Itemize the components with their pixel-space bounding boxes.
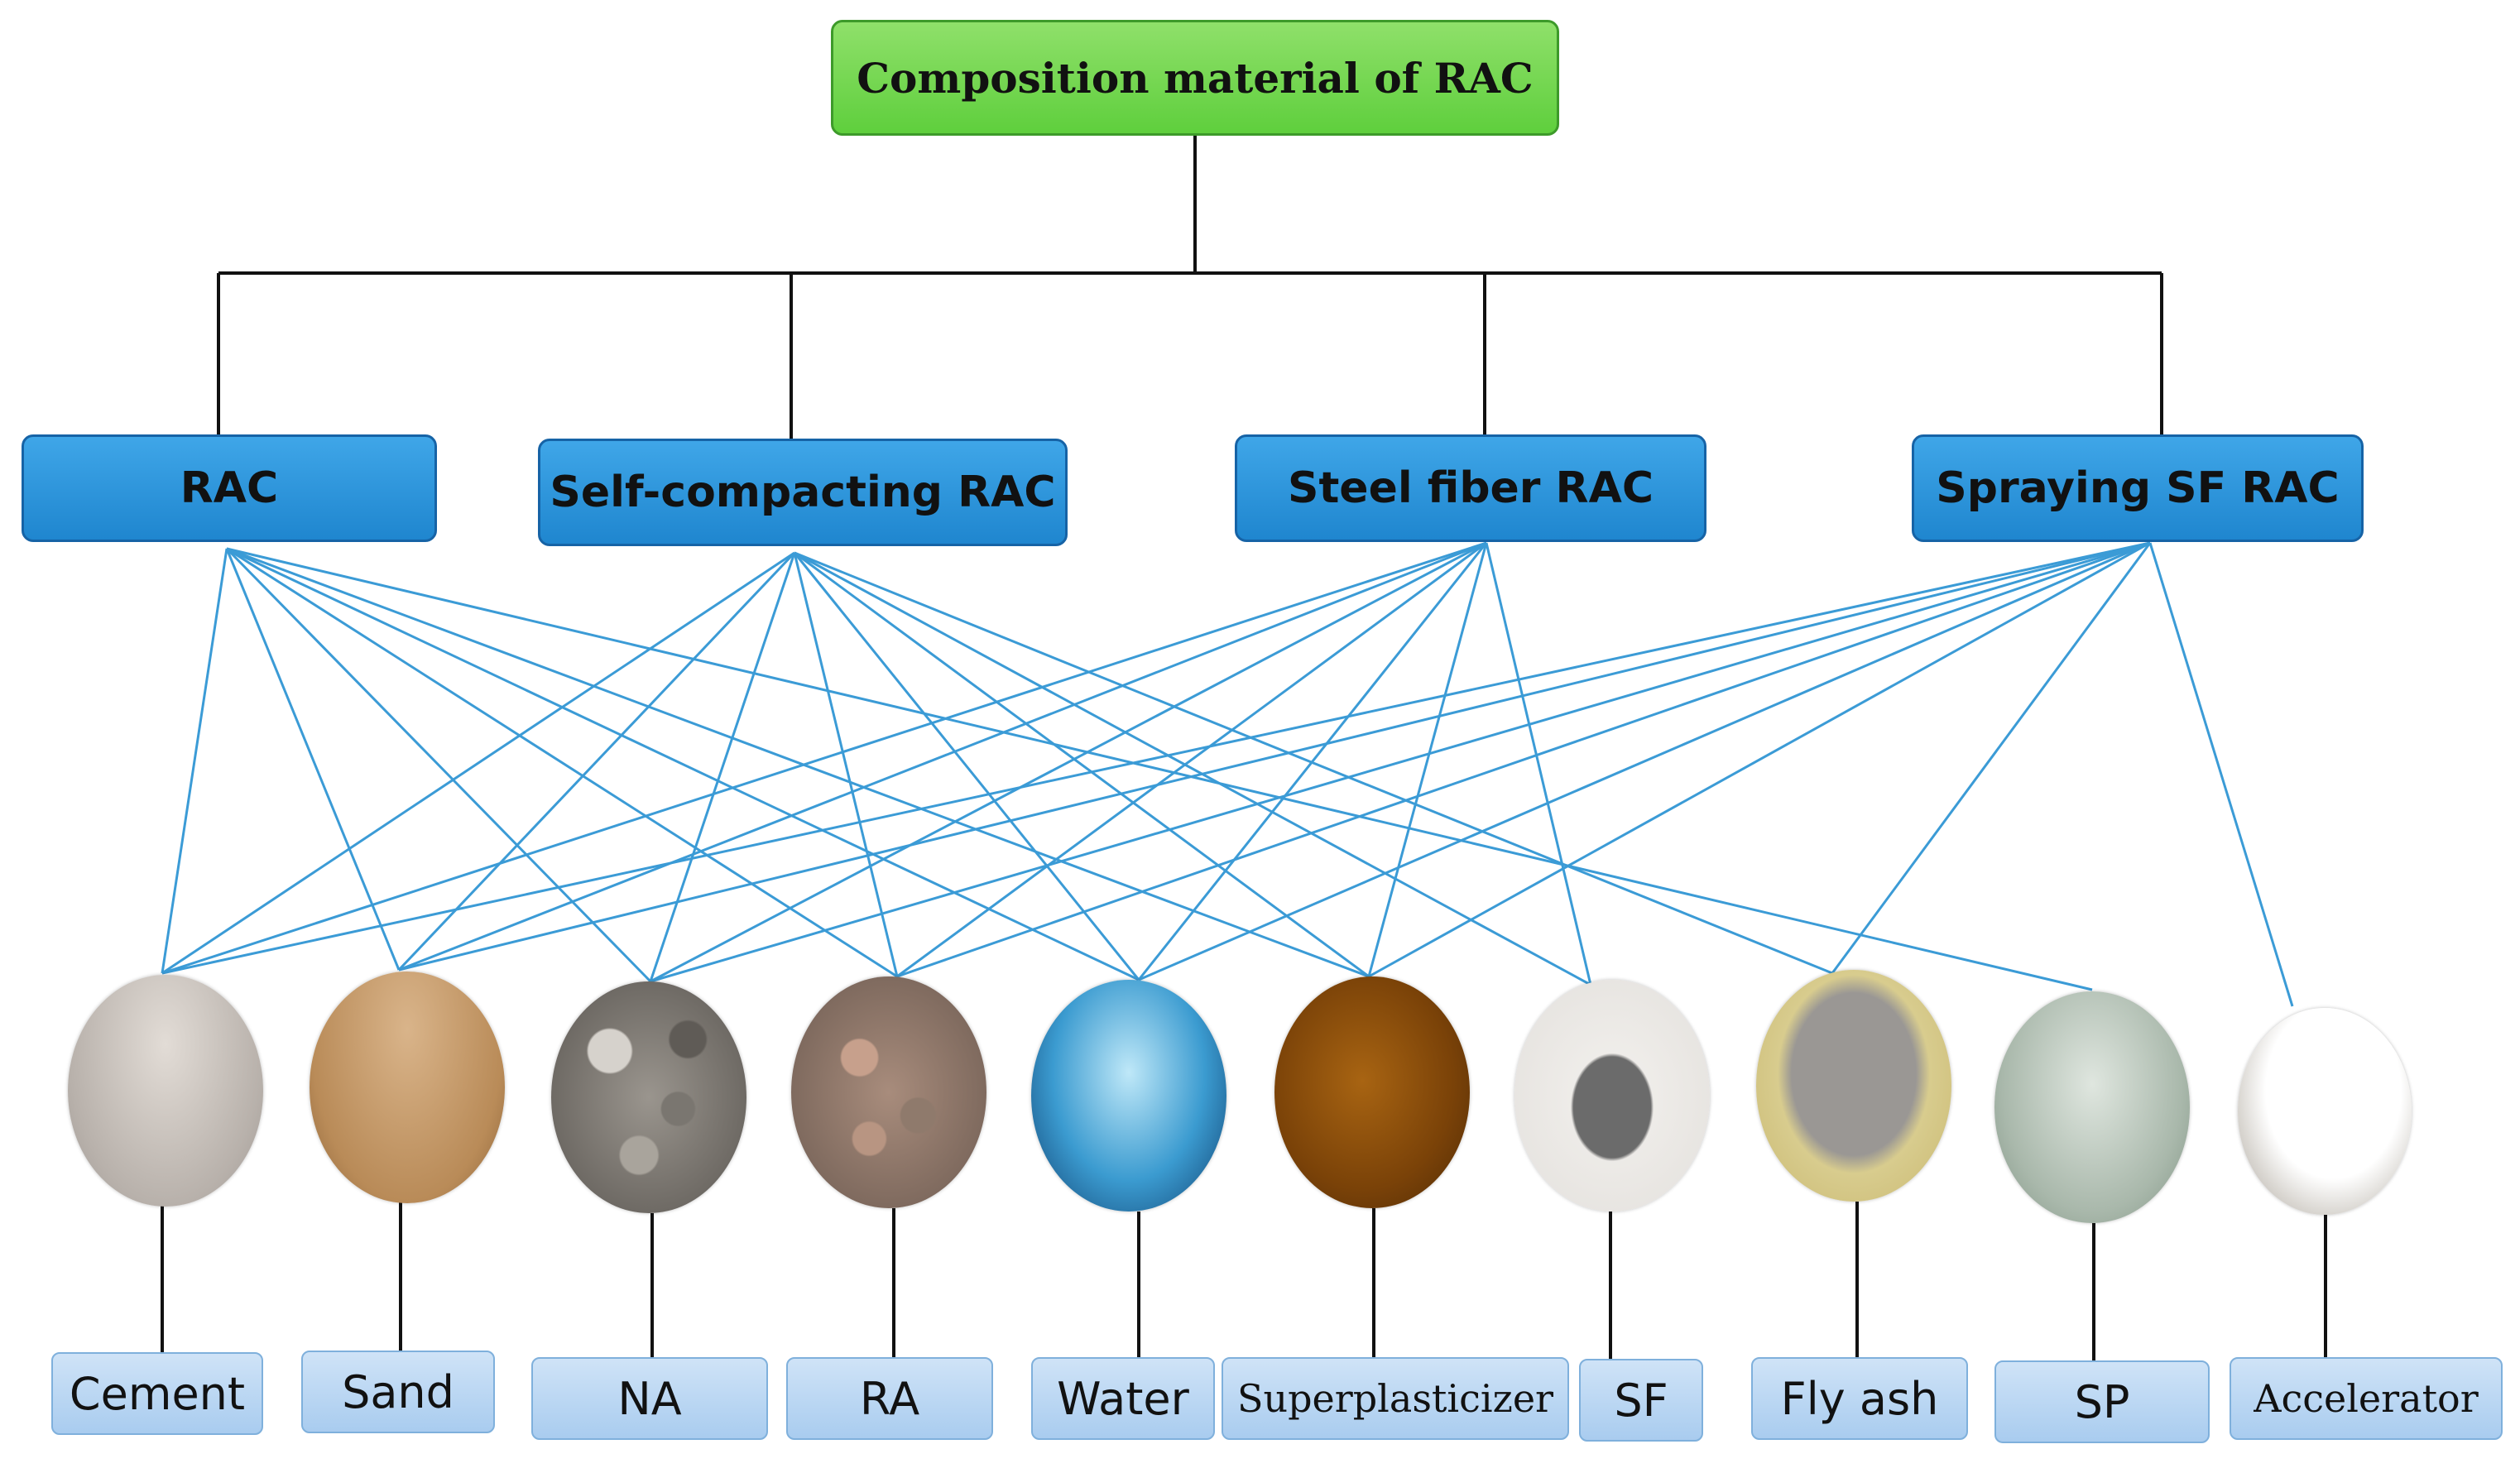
link-self-compacting-rac-ra [793,552,899,977]
link-steel-fiber-rac-water [1137,542,1488,981]
link-spraying-sf-rac-sand [398,541,2151,972]
material-cement: Cement [51,1352,263,1435]
material-label: Accelerator [2254,1376,2479,1421]
link-steel-fiber-rac-na [650,541,1487,983]
link-steel-fiber-rac-ra [896,541,1487,978]
link-spraying-sf-rac-na [650,541,2151,983]
material-na: NA [531,1357,768,1440]
material-label: Fly ash [1780,1372,1939,1425]
na-photo [551,981,746,1213]
sf-photo [1514,980,1710,1212]
material-label: NA [617,1372,682,1425]
link-rac-na [225,547,652,983]
accelerator-photo [2238,1008,2412,1215]
category-label: Spraying SF RAC [1936,463,2340,513]
link-spraying-sf-rac-flyash [1831,542,2152,974]
link-spraying-sf-rac-superplasticizer [1368,541,2151,978]
material-accelerator: Accelerator [2230,1357,2503,1440]
link-self-compacting-rac-na [649,552,796,982]
link-steel-fiber-rac-cement [161,541,1487,975]
material-superplasticizer: Superplasticizer [1222,1357,1569,1440]
material-sand: Sand [301,1351,495,1433]
material-label: RA [859,1372,920,1425]
link-spraying-sf-rac-ra [896,541,2151,978]
material-ra: RA [786,1357,993,1440]
cement-photo [68,975,263,1207]
link-rac-sp [226,547,2093,991]
link-self-compacting-rac-water [793,552,1140,981]
link-rac-sand [225,548,401,971]
category-self-compacting-rac: Self-compacting RAC [538,439,1068,546]
link-steel-fiber-rac-sand [398,541,1487,972]
link-self-compacting-rac-sand [397,551,796,972]
link-spraying-sf-rac-cement [161,541,2151,975]
ra-photo [791,976,986,1208]
link-steel-fiber-rac-sf [1485,542,1592,986]
material-sp: SP [1994,1360,2210,1443]
link-self-compacting-rac-superplasticizer [794,551,1370,978]
material-fly-ash: Fly ash [1751,1357,1968,1440]
category-label: RAC [180,463,279,513]
link-rac-cement [161,548,228,974]
link-spraying-sf-rac-water [1138,541,2151,981]
category-label: Self-compacting RAC [550,468,1056,517]
link-self-compacting-rac-flyash [794,551,1833,975]
link-self-compacting-rac-cement [161,551,795,975]
material-label: Superplasticizer [1236,1376,1554,1421]
category-rac: RAC [22,434,437,542]
link-rac-ra [226,547,898,978]
material-label: SP [2074,1375,2130,1428]
superplasticizer-photo [1274,976,1470,1208]
material-water: Water [1031,1357,1215,1440]
material-sf: SF [1579,1359,1703,1442]
category-steel-fiber-rac: Steel fiber RAC [1235,434,1706,542]
link-steel-fiber-rac-superplasticizer [1367,542,1488,977]
link-rac-superplasticizer [226,547,1370,978]
root-node: Composition material of RAC [831,20,1559,136]
material-label: SF [1614,1374,1668,1427]
sp-photo [1994,991,2190,1223]
fly-ash-photo [1756,970,1951,1202]
material-label: Sand [342,1365,454,1418]
root-label: Composition material of RAC [857,53,1534,103]
category-spraying-sf-rac: Spraying SF RAC [1912,434,2364,542]
material-label: Cement [69,1367,246,1420]
material-label: Water [1057,1372,1189,1425]
link-rac-water [226,547,1140,981]
link-spraying-sf-rac-accelerator [2148,542,2294,1007]
water-photo [1031,980,1226,1212]
sand-photo [310,972,505,1203]
link-self-compacting-rac-sf [794,551,1591,986]
category-label: Steel fiber RAC [1288,463,1654,513]
